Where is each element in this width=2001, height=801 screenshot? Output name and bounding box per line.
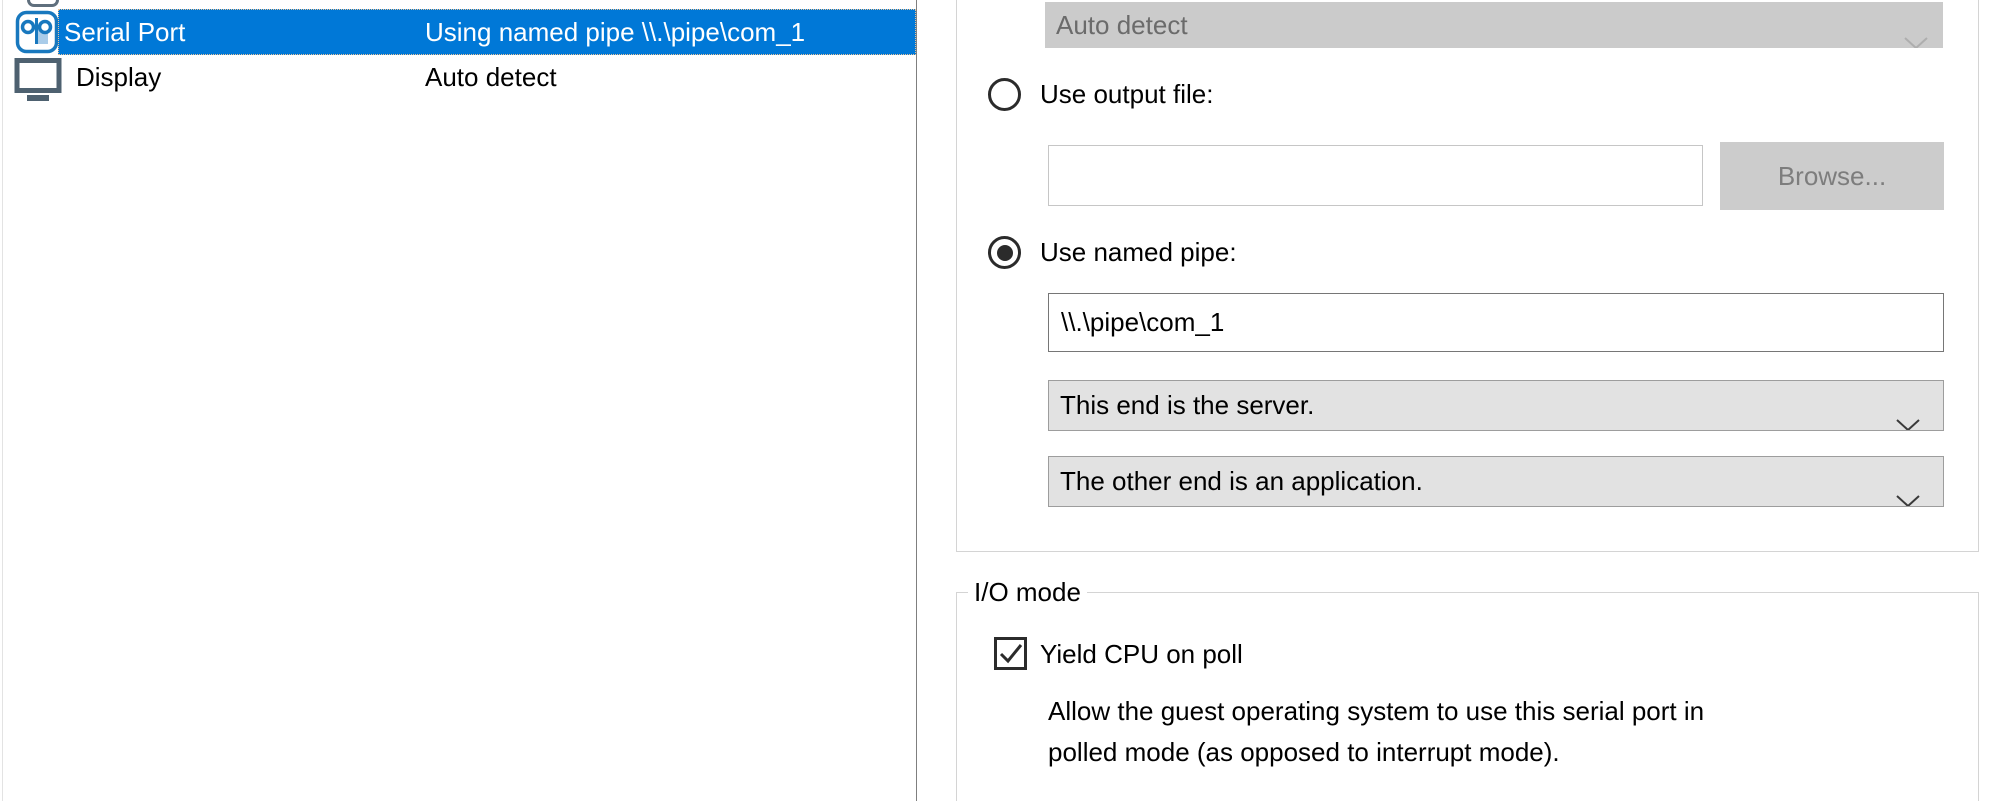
pipe-end-dropdown[interactable]: This end is the server. (1048, 380, 1944, 431)
use-named-pipe-label: Use named pipe: (1040, 237, 1237, 267)
pipe-end-dropdown-value: This end is the server. (1060, 390, 1315, 420)
device-mode-dropdown-value: Auto detect (1056, 10, 1188, 40)
use-output-file-label: Use output file: (1040, 79, 1214, 109)
pipe-other-end-dropdown-value: The other end is an application. (1060, 466, 1423, 496)
use-named-pipe-radio[interactable] (988, 236, 1021, 269)
pipe-other-end-dropdown[interactable]: The other end is an application. (1048, 456, 1944, 507)
selected-row-highlight (58, 9, 916, 55)
device-summary: Using named pipe \\.\pipe\com_1 (425, 17, 806, 47)
use-output-file-radio[interactable] (988, 78, 1021, 111)
truncated-device-icon (27, 0, 59, 7)
io-mode-group: I/O mode (956, 575, 1979, 801)
device-name: Serial Port (64, 17, 186, 47)
hardware-device-list (2, 0, 917, 801)
device-row-serial-port[interactable]: Serial Port Using named pipe \\.\pipe\co… (2, 9, 916, 55)
serial-port-icon (15, 10, 59, 54)
io-mode-group-title: I/O mode (968, 575, 1087, 609)
output-file-input[interactable] (1048, 145, 1703, 206)
device-mode-dropdown: Auto detect (1045, 2, 1943, 48)
browse-button: Browse... (1720, 142, 1944, 210)
yield-cpu-checkbox-label: Yield CPU on poll (1040, 639, 1243, 669)
device-summary: Auto detect (425, 62, 557, 92)
chevron-down-icon (1895, 475, 1921, 506)
chevron-down-icon (1895, 399, 1921, 430)
device-row-display[interactable]: Display Auto detect (2, 54, 916, 103)
checkmark-icon (999, 644, 1023, 664)
chevron-down-icon (1903, 18, 1929, 48)
named-pipe-input[interactable] (1048, 293, 1944, 352)
display-icon (14, 57, 62, 103)
io-mode-description: Allow the guest operating system to use … (1048, 696, 1705, 767)
yield-cpu-checkbox[interactable] (994, 637, 1027, 670)
device-name: Display (76, 62, 162, 92)
